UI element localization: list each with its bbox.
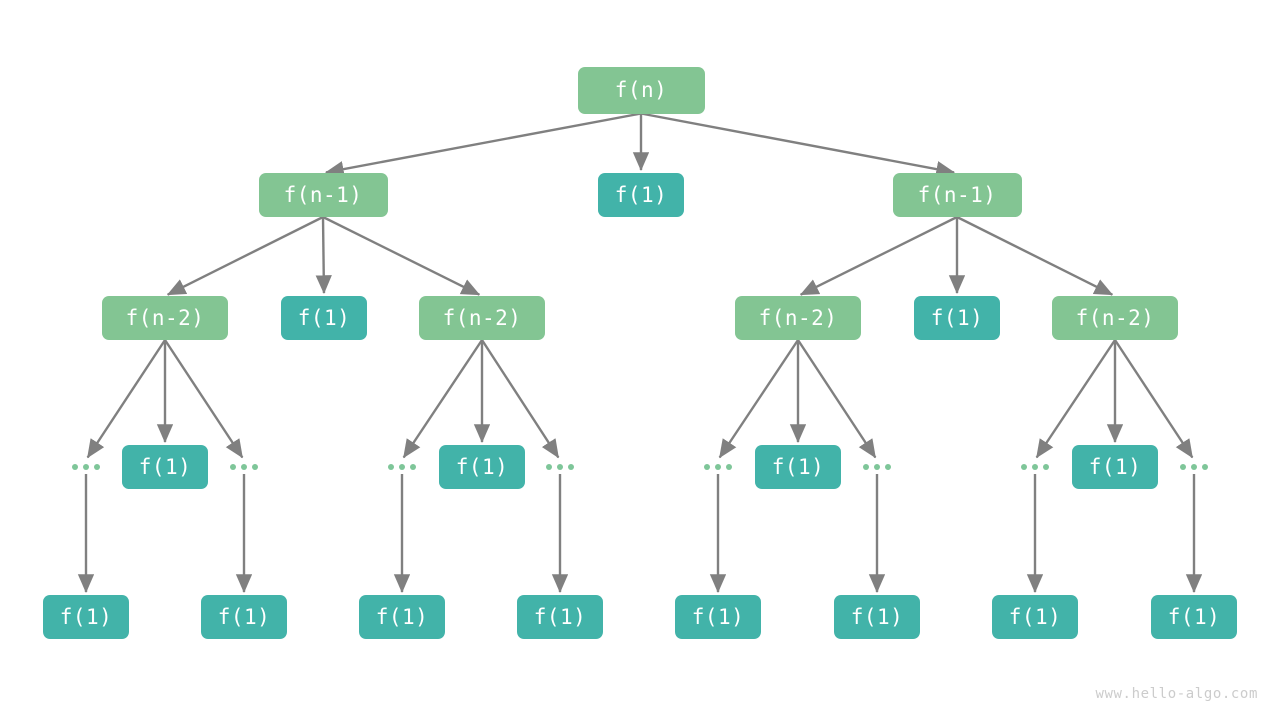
tree-node: f(1) [43, 595, 129, 639]
tree-node: f(1) [439, 445, 525, 489]
tree-node: f(1) [675, 595, 761, 639]
tree-node: f(n-1) [892, 173, 1022, 217]
tree-edge [163, 339, 244, 459]
tree-node: f(1) [914, 296, 1000, 340]
tree-edge [796, 339, 877, 459]
tree-node: f(n-2) [735, 296, 861, 340]
tree-edge [325, 112, 642, 178]
tree-node: f(1) [281, 296, 367, 340]
tree-node: f(1) [755, 445, 841, 489]
tree-node: f(1) [517, 595, 603, 639]
tree-edge [315, 216, 332, 294]
tree-node: f(1) [1072, 445, 1158, 489]
tree-edge [86, 339, 167, 459]
ellipsis-marker [542, 460, 578, 474]
tree-node: f(1) [1151, 595, 1237, 639]
ellipsis-marker [68, 460, 104, 474]
tree-node: f(1) [201, 595, 287, 639]
tree-edge [322, 215, 481, 296]
tree-edge [718, 339, 799, 459]
tree-node: f(n-2) [419, 296, 545, 340]
tree-edge [956, 215, 1114, 296]
tree-edge [166, 215, 324, 296]
ellipsis-marker [226, 460, 262, 474]
tree-node: f(n-1) [258, 173, 388, 217]
ellipsis-marker [1176, 460, 1212, 474]
ellipsis-marker [859, 460, 895, 474]
tree-node: f(1) [834, 595, 920, 639]
ellipsis-marker [700, 460, 736, 474]
tree-edge [1113, 339, 1194, 459]
watermark: www.hello-algo.com [1095, 686, 1258, 702]
tree-node: f(1) [359, 595, 445, 639]
tree-node: f(n-2) [102, 296, 228, 340]
tree-node: f(n-2) [1052, 296, 1178, 340]
tree-node: f(1) [992, 595, 1078, 639]
tree-edge [799, 215, 958, 296]
tree-edge [640, 112, 955, 178]
tree-edge [1035, 339, 1116, 459]
tree-node: f(n) [577, 66, 705, 114]
ellipsis-marker [1017, 460, 1053, 474]
tree-edge [402, 339, 483, 459]
ellipsis-marker [384, 460, 420, 474]
tree-edge [480, 339, 560, 459]
tree-node: f(1) [122, 445, 208, 489]
tree-node: f(1) [598, 173, 684, 217]
